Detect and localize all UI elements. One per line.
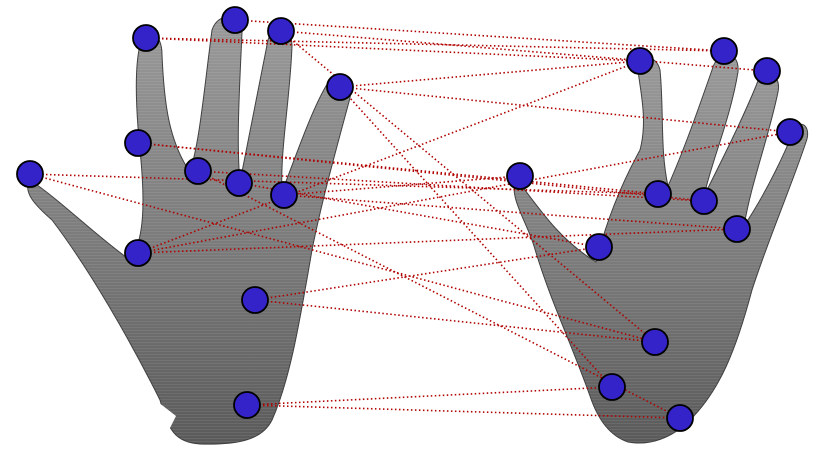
match-line-18 [246,386,613,406]
right-hand [513,54,808,444]
right-keypoint-9 [641,328,669,356]
left-keypoint-7 [225,169,253,197]
match-line-23 [137,131,791,254]
right-keypoint-3 [776,118,804,146]
left-keypoint-9 [124,239,152,267]
left-keypoint-0 [221,6,249,34]
right-keypoint-10 [598,373,626,401]
left-keypoint-5 [16,160,44,188]
match-line-10 [197,170,705,202]
right-keypoint-6 [690,187,718,215]
match-line-21 [137,142,705,202]
correspondence-lines [29,19,791,419]
left-keypoint-8 [270,181,298,209]
match-line-4 [339,86,791,133]
right-keypoint-4 [506,162,534,190]
match-line-6 [339,86,613,388]
right-keypoint-11 [666,404,694,432]
right-keypoint-2 [753,57,781,85]
match-line-1 [280,30,768,72]
match-line-19 [246,404,681,419]
right-keypoint-8 [585,233,613,261]
match-line-12 [283,175,521,196]
match-line-17 [254,299,656,343]
match-line-7 [137,142,659,195]
left-keypoint-4 [124,129,152,157]
left-keypoint-2 [132,24,160,52]
left-keypoint-10 [241,286,269,314]
match-line-0 [234,19,725,52]
match-line-8 [29,173,659,195]
match-line-2 [145,37,725,52]
right-keypoint-5 [644,180,672,208]
right-keypoint-1 [626,47,654,75]
match-line-14 [137,60,641,254]
left-keypoint-11 [233,391,261,419]
match-line-22 [145,37,641,62]
right-keypoint-7 [723,215,751,243]
keypoints [16,6,804,432]
left-keypoint-6 [184,157,212,185]
left-keypoint-1 [267,17,295,45]
match-line-3 [339,60,641,88]
left-hand [27,16,352,454]
right-keypoint-0 [710,37,738,65]
left-keypoint-3 [326,73,354,101]
